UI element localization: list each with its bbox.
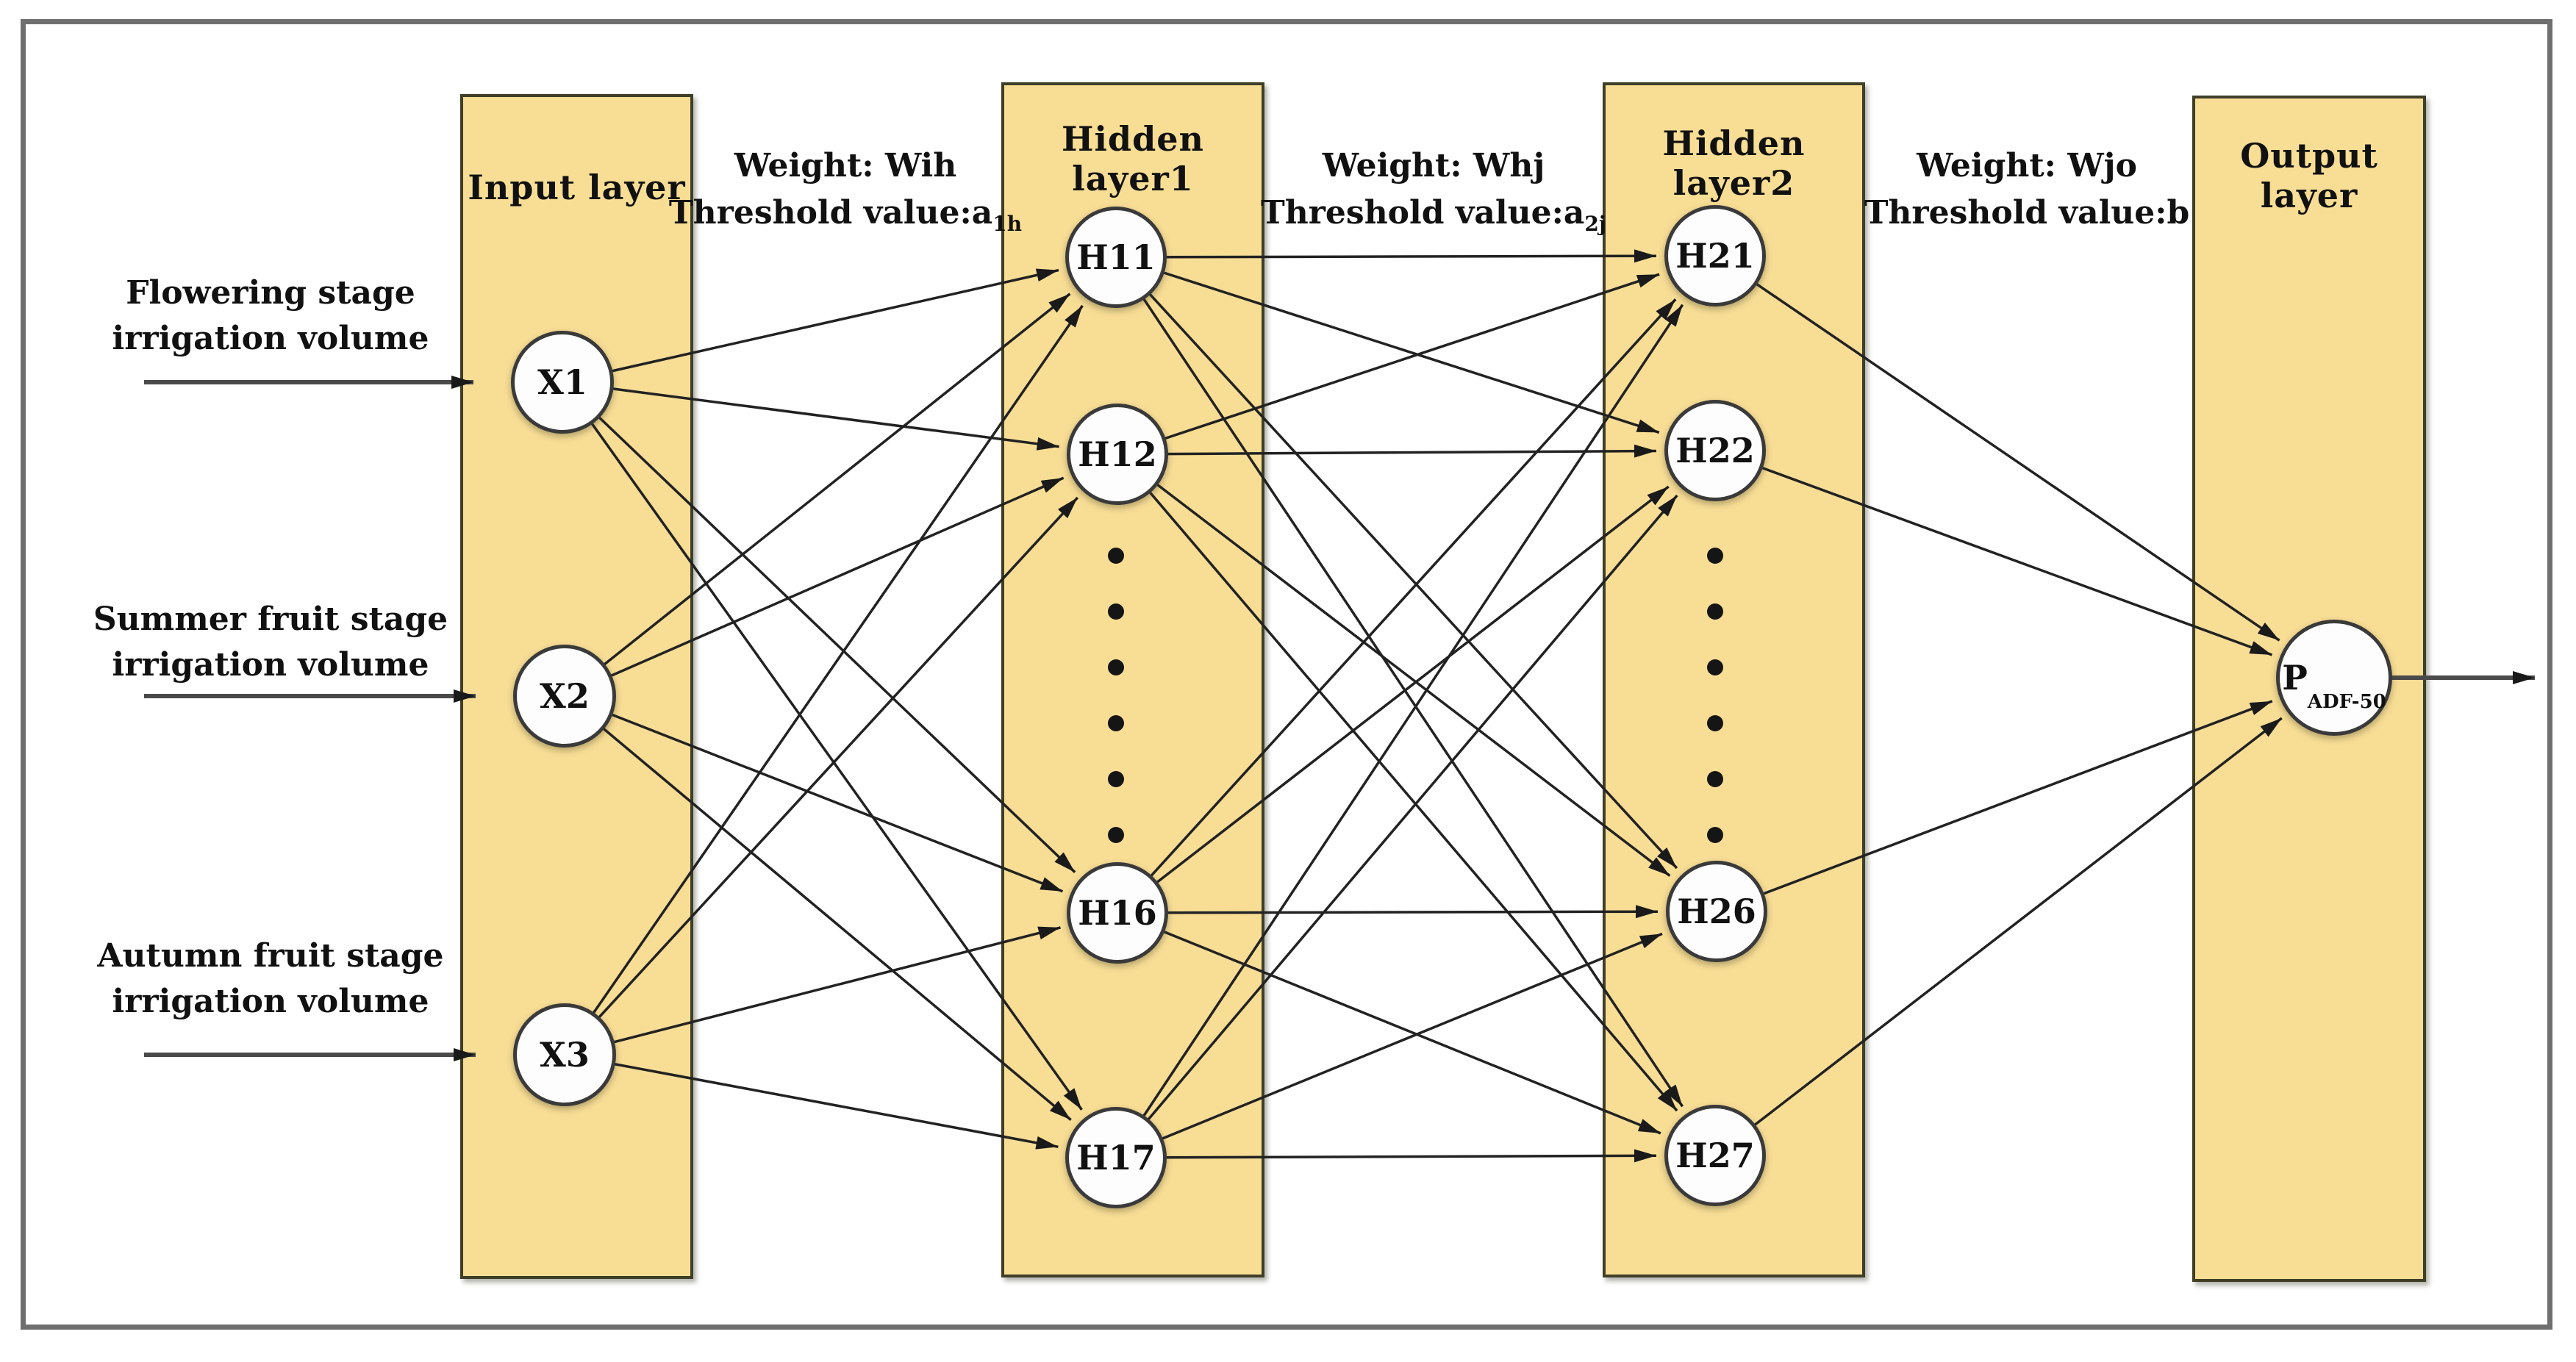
node-label: X3 bbox=[540, 1035, 590, 1075]
edge-X1-H12 bbox=[610, 387, 1059, 451]
weight-label-whj: Weight: Whj Threshold value:a2j bbox=[1184, 143, 1684, 248]
input-label-autumn: Autumn fruit stage irrigation volume bbox=[97, 937, 444, 1020]
layer-title-input: Input layer bbox=[468, 168, 686, 207]
threshold-subscript: 2j bbox=[1584, 212, 1606, 236]
edge-X1-H11 bbox=[609, 268, 1059, 373]
node-h22: H22 bbox=[1664, 400, 1766, 501]
edge-H17-H27 bbox=[1163, 1149, 1657, 1163]
edge-H16-H21 bbox=[1148, 298, 1677, 879]
edge-H21-P bbox=[1753, 282, 2280, 642]
edge-H16-H22 bbox=[1154, 485, 1670, 885]
edge-X3-H16 bbox=[611, 926, 1061, 1044]
edge-X2-H17 bbox=[601, 726, 1072, 1121]
layer-title-output: Output layer bbox=[2240, 136, 2378, 215]
node-label: H27 bbox=[1675, 1136, 1755, 1175]
node-x1: X1 bbox=[511, 331, 614, 434]
edge-X2-H11 bbox=[601, 293, 1071, 667]
input-label-summer: Summer fruit stage irrigation volume bbox=[93, 601, 448, 684]
ellipsis-dot bbox=[1707, 715, 1723, 731]
node-label: H21 bbox=[1675, 236, 1755, 276]
node-h21: H21 bbox=[1664, 205, 1766, 307]
edge-X1-H17 bbox=[589, 420, 1083, 1111]
edge-H11-H26 bbox=[1147, 291, 1678, 870]
threshold-line: Threshold value:a2j bbox=[1261, 194, 1606, 236]
edge-X2-H16 bbox=[609, 712, 1064, 893]
edge-X3-H17 bbox=[612, 1062, 1059, 1150]
ellipsis-dot bbox=[1108, 548, 1124, 564]
node-h26: H26 bbox=[1666, 861, 1767, 962]
edge-X2-H12 bbox=[608, 476, 1065, 678]
threshold-line: Threshold value:b bbox=[1864, 194, 2190, 232]
ellipsis-dot bbox=[1707, 603, 1723, 620]
edge-X3-H12 bbox=[596, 496, 1079, 1020]
edge-X3-H11 bbox=[591, 304, 1084, 1016]
node-h17: H17 bbox=[1065, 1107, 1167, 1208]
edge-H12-H26 bbox=[1154, 482, 1671, 877]
edge-H17-H26 bbox=[1159, 932, 1663, 1141]
edge-H22-P bbox=[1759, 465, 2273, 656]
input-label-flowering: Flowering stage irrigation volume bbox=[112, 274, 429, 357]
node-label: H11 bbox=[1076, 237, 1156, 277]
ellipsis-dot bbox=[1707, 771, 1723, 787]
edge-H12-H22 bbox=[1164, 444, 1657, 458]
node-label: H17 bbox=[1076, 1138, 1156, 1178]
ellipsis-dot bbox=[1707, 548, 1723, 564]
node-h16: H16 bbox=[1067, 862, 1168, 964]
node-label: H16 bbox=[1078, 893, 1157, 933]
ellipsis-dot bbox=[1707, 659, 1723, 675]
edge-H27-P bbox=[1752, 717, 2283, 1128]
threshold-line: Threshold value:a1h bbox=[668, 194, 1023, 236]
edge-H17-H21 bbox=[1141, 304, 1684, 1119]
node-label: X1 bbox=[537, 362, 587, 402]
node-label-subscript: ADF-50 bbox=[2307, 691, 2386, 713]
layer-title-hidden2: Hidden layer2 bbox=[1662, 123, 1806, 203]
edge-X1-H16 bbox=[596, 415, 1076, 873]
weight-line: Weight: Wih bbox=[734, 147, 957, 184]
node-label: X2 bbox=[540, 676, 590, 716]
ellipsis-dot bbox=[1108, 659, 1124, 675]
weight-label-wjo: Weight: Wjo Threshold value:b bbox=[1777, 143, 2277, 248]
edge-H11-H22 bbox=[1161, 270, 1660, 434]
weight-label-wih: Weight: Wih Threshold value:a1h bbox=[595, 143, 1095, 248]
node-h11: H11 bbox=[1065, 207, 1167, 308]
node-x3: X3 bbox=[513, 1003, 616, 1106]
figure-border bbox=[21, 19, 2552, 1330]
edge-H26-P bbox=[1761, 700, 2273, 896]
node-x2: X2 bbox=[513, 645, 616, 748]
edge-H12-H27 bbox=[1147, 490, 1678, 1112]
edge-H11-H27 bbox=[1141, 296, 1684, 1108]
node-label: H12 bbox=[1078, 434, 1157, 474]
edge-H16-H26 bbox=[1164, 905, 1659, 919]
node-label: H26 bbox=[1677, 892, 1756, 931]
ellipsis-dot bbox=[1707, 827, 1723, 843]
threshold-subscript: 1h bbox=[992, 212, 1023, 236]
weight-line: Weight: Wjo bbox=[1917, 147, 2137, 184]
ellipsis-dot bbox=[1108, 771, 1124, 787]
node-label: H22 bbox=[1675, 431, 1755, 470]
node-h12: H12 bbox=[1067, 404, 1168, 505]
weight-line: Weight: Whj bbox=[1322, 147, 1545, 184]
edge-H17-H22 bbox=[1145, 494, 1678, 1122]
edge-H11-H21 bbox=[1163, 249, 1657, 263]
layer-title-hidden1: Hidden layer1 bbox=[1062, 119, 1204, 198]
ellipsis-dot bbox=[1108, 715, 1124, 731]
ellipsis-dot bbox=[1108, 603, 1124, 620]
node-h27: H27 bbox=[1664, 1105, 1766, 1206]
ellipsis-dot bbox=[1108, 827, 1124, 843]
node-label-main: P bbox=[2282, 658, 2308, 698]
edge-H12-H21 bbox=[1162, 273, 1660, 441]
